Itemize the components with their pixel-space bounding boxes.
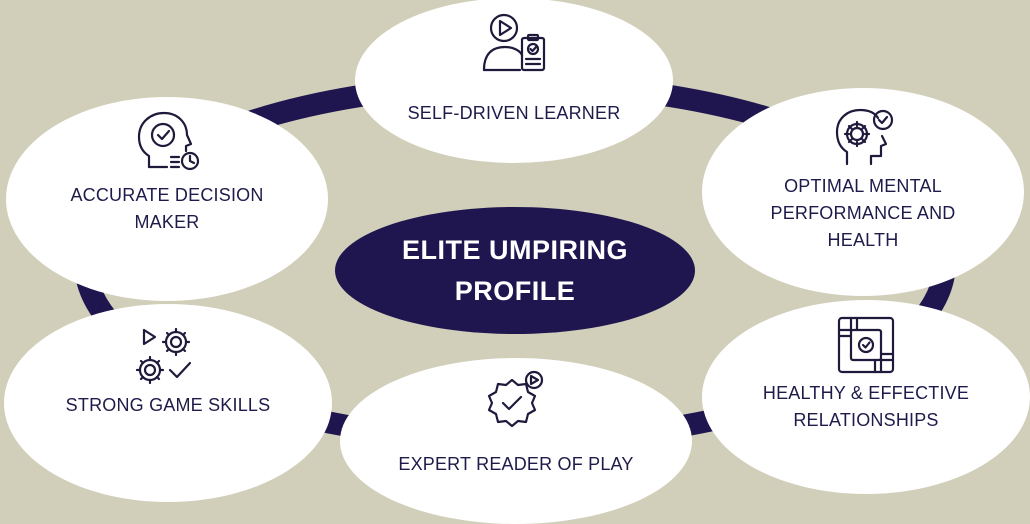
node-label-line3: HEALTH (827, 230, 899, 250)
node-label: EXPERT READER OF PLAY (398, 454, 634, 474)
node-healthy-relationships: HEALTHY & EFFECTIVE RELATIONSHIPS (702, 300, 1030, 494)
video-learner-icon (474, 8, 554, 78)
node-accurate-decision-maker: ACCURATE DECISION MAKER (6, 97, 328, 301)
node-label-line2: MAKER (134, 212, 200, 232)
head-gear-check-icon (823, 102, 903, 172)
center-title-line1: ELITE UMPIRING (401, 234, 628, 265)
node-label-line1: HEALTHY & EFFECTIVE (762, 383, 970, 403)
node-self-driven-learner: SELF-DRIVEN LEARNER (355, 0, 673, 163)
gears-play-check-icon (128, 326, 208, 396)
diagram: ELITE UMPIRING PROFILE SELF-DRIVEN LEARN… (4, 0, 1030, 524)
node-label-line2: PERFORMANCE AND (770, 203, 956, 223)
hands-teamwork-icon (826, 310, 906, 380)
node-label: HEALTHY & EFFECTIVE RELATIONSHIPS (702, 380, 1030, 434)
center-title-line2: PROFILE (454, 275, 576, 306)
node-label-line1: OPTIMAL MENTAL (784, 176, 942, 196)
node-strong-game-skills: STRONG GAME SKILLS (4, 304, 332, 502)
node-label-line1: ACCURATE DECISION (70, 185, 264, 205)
head-check-clock-icon (127, 107, 207, 177)
node-optimal-mental-performance: OPTIMAL MENTAL PERFORMANCE AND HEALTH (702, 88, 1024, 296)
node-label-line2: RELATIONSHIPS (793, 410, 939, 430)
node-label: SELF-DRIVEN LEARNER (407, 103, 621, 123)
center-title: ELITE UMPIRING PROFILE (335, 207, 695, 334)
badge-check-play-icon (476, 368, 556, 438)
node-expert-reader-of-play: EXPERT READER OF PLAY (340, 358, 692, 524)
node-label: STRONG GAME SKILLS (65, 395, 271, 415)
node-label: ACCURATE DECISION MAKER (6, 182, 328, 236)
node-label: OPTIMAL MENTAL PERFORMANCE AND HEALTH (702, 173, 1024, 254)
